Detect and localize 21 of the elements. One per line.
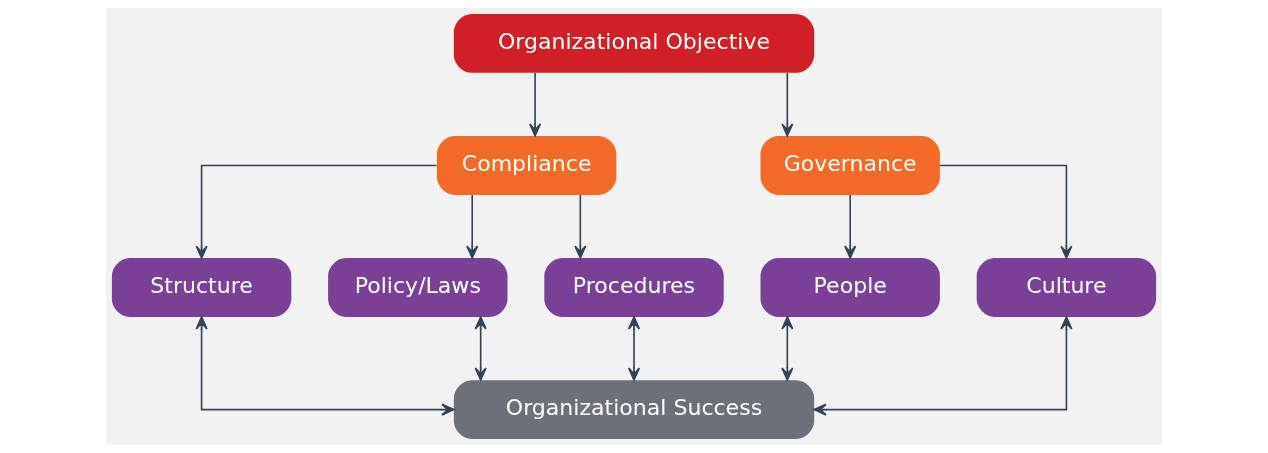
- node-box: People: [760, 258, 940, 317]
- arrow: [474, 316, 487, 381]
- arrow: [627, 316, 641, 381]
- arrow: [781, 316, 794, 381]
- arrow: [574, 194, 587, 259]
- arrow: [466, 194, 479, 259]
- arrow: [781, 72, 794, 137]
- arrow: [195, 164, 438, 259]
- node-box: Organizational Success: [453, 380, 815, 439]
- arrow: [813, 316, 1073, 416]
- node-box: Procedures: [544, 258, 724, 317]
- node-box: Culture: [976, 258, 1157, 317]
- node-box: Compliance: [436, 136, 617, 195]
- node-box: Organizational Objective: [453, 14, 815, 73]
- node-box: Policy/Laws: [328, 258, 508, 317]
- arrow: [195, 316, 455, 416]
- arrow: [529, 72, 542, 137]
- arrow: [939, 164, 1073, 259]
- node-box: Structure: [111, 258, 292, 317]
- node-box: Governance: [760, 136, 940, 195]
- arrow: [844, 194, 857, 259]
